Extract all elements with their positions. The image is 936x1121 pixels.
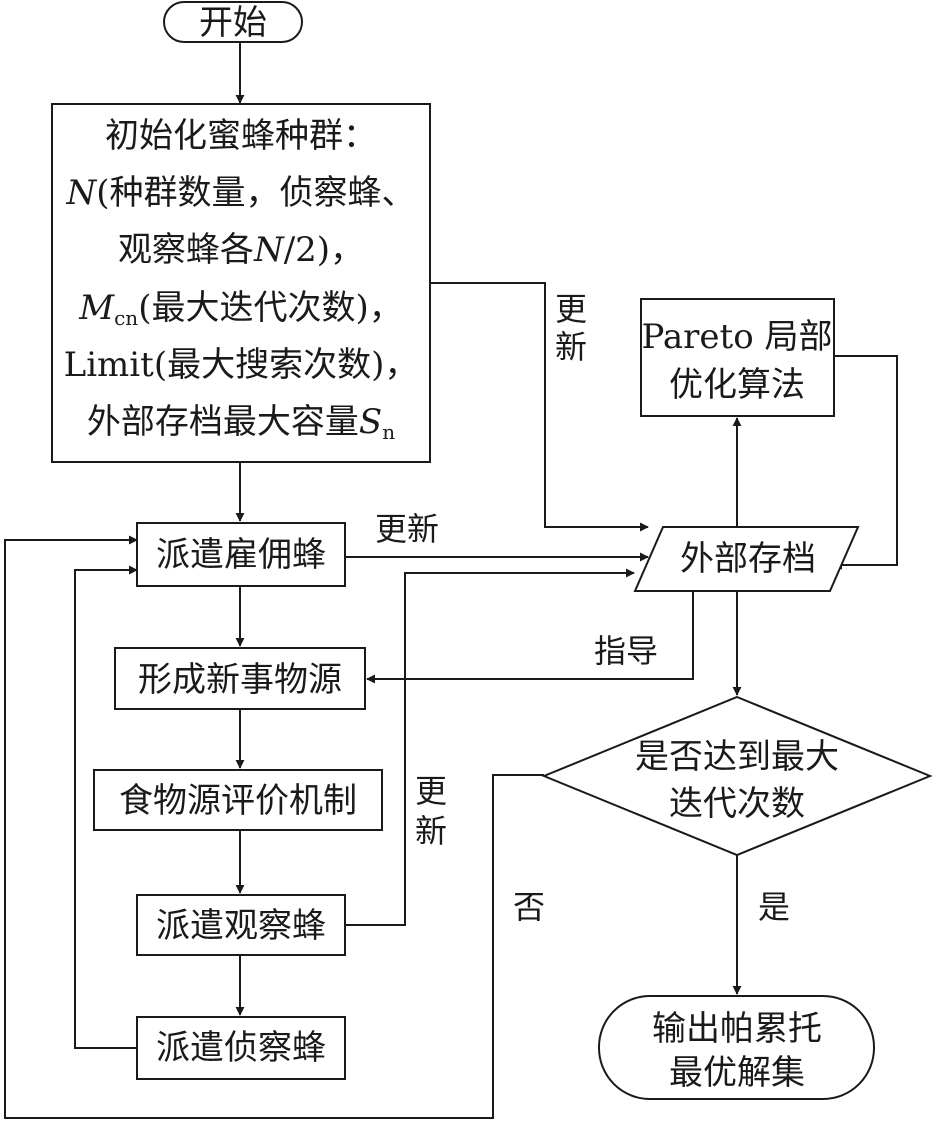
node-start: 开始 — [163, 1, 303, 43]
new-source-label: 形成新事物源 — [138, 660, 342, 700]
node-new-source: 形成新事物源 — [114, 647, 366, 710]
init-line3-pre: 观察蜂各 — [118, 230, 254, 270]
node-onlooker: 派遣观察蜂 — [136, 894, 346, 956]
init-line6: 外部存档最大容量Sn — [87, 402, 395, 444]
node-output: 输出帕累托 最优解集 — [598, 995, 875, 1100]
output-line2: 最优解集 — [669, 1053, 805, 1093]
archive-label: 外部存档 — [680, 539, 816, 579]
init-line1: 初始化蜜蜂种群： — [105, 116, 377, 156]
arrow-init-update-archive — [430, 282, 649, 532]
node-employed: 派遣雇佣蜂 — [136, 522, 346, 587]
pareto-line1: Pareto 局部 — [642, 317, 833, 357]
label-update-init-char1: 更 — [555, 290, 587, 328]
init-line5: Limit(最大搜索次数)， — [64, 345, 419, 385]
employed-label: 派遣雇佣蜂 — [156, 535, 326, 575]
init-line3: 观察蜂各N/2)， — [118, 230, 364, 270]
init-line2-text: (种群数量，侦察蜂、 — [96, 173, 415, 213]
eval-label: 食物源评价机制 — [119, 781, 357, 821]
onlooker-label: 派遣观察蜂 — [156, 906, 326, 946]
init-line3-var: N — [253, 230, 285, 270]
node-init: 初始化蜜蜂种群： N(种群数量，侦察蜂、 观察蜂各N/2)， Mcn(最大迭代次… — [51, 103, 431, 463]
scout-label: 派遣侦察蜂 — [156, 1028, 326, 1068]
label-update-onlooker-char1: 更 — [415, 772, 447, 810]
arrow-archive-guide-newsource — [366, 591, 694, 684]
label-no: 否 — [513, 888, 545, 926]
pareto-line2: 优化算法 — [669, 365, 805, 405]
decision-line1: 是否达到最大 — [635, 737, 839, 777]
node-eval: 食物源评价机制 — [93, 769, 383, 831]
label-update-onlooker-char2: 新 — [415, 812, 447, 850]
init-line2: N(种群数量，侦察蜂、 — [65, 173, 415, 213]
arrow-onlooker-update-archive — [345, 568, 635, 926]
init-line4-var: M — [78, 288, 115, 328]
label-update-init-char2: 新 — [555, 328, 587, 366]
label-guide: 指导 — [594, 632, 658, 670]
output-line1: 输出帕累托 — [652, 1009, 822, 1049]
decision-line2: 迭代次数 — [669, 784, 805, 824]
node-pareto: Pareto 局部 优化算法 — [640, 298, 835, 417]
node-scout: 派遣侦察蜂 — [136, 1016, 346, 1080]
arrow-decision-no-loop — [4, 535, 544, 1119]
node-archive: 外部存档 — [633, 526, 860, 592]
edge-labels: 更 新 更新 更 新 指导 否 是 — [375, 290, 790, 926]
connectors — [4, 42, 898, 1119]
start-label: 开始 — [199, 3, 267, 43]
init-line3-post: /2)， — [284, 230, 364, 270]
init-line4-text: (最大迭代次数)， — [138, 288, 403, 328]
init-line4: Mcn(最大迭代次数)， — [78, 288, 402, 330]
init-line4-sub: cn — [114, 306, 138, 330]
label-update-employed: 更新 — [375, 510, 439, 548]
init-line6-text: 外部存档最大容量 — [87, 402, 359, 442]
init-line6-var: S — [359, 402, 382, 442]
label-yes: 是 — [758, 888, 790, 926]
arrow-pareto-to-archive — [833, 355, 898, 570]
init-line6-sub: n — [382, 420, 395, 444]
arrow-scout-loop-employed — [74, 565, 138, 1049]
init-line2-var: N — [65, 173, 97, 213]
node-decision: 是否达到最大 迭代次数 — [541, 695, 933, 857]
